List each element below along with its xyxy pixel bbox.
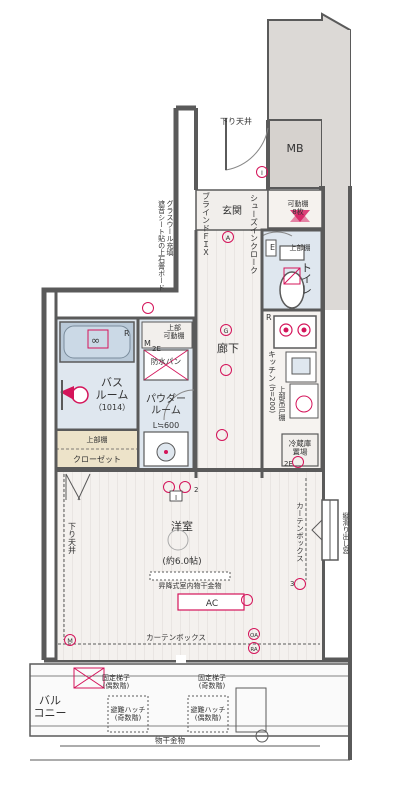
waterproof-pan-label: 防水パン [151, 356, 181, 366]
fixed-ladder-left [73, 667, 105, 689]
powder-l-label: L≒600 [153, 421, 179, 430]
escape-hatch-left-label: 避難ハッチ(奇数階) [111, 705, 146, 722]
marker-2: 2 [194, 486, 198, 494]
wc-upper-shelf-label: 上部棚 [290, 243, 311, 252]
mb-shaft [267, 12, 351, 310]
entrance-label: 玄関 [222, 204, 242, 217]
shoe-closet [267, 189, 323, 229]
ceiling-drop-left-label: 下り天井 [68, 522, 77, 555]
kitchen-label: キッチン [268, 350, 277, 382]
marker-i: I [261, 169, 263, 177]
bathroom-label: バスルーム [96, 376, 129, 402]
indoor-drying-label: 昇降式室内物干金物 [159, 581, 222, 590]
marker-2e-fridge: 2E [284, 460, 293, 468]
marker-g: G [223, 327, 228, 335]
marker-a: A [226, 234, 231, 242]
ceiling-light [167, 529, 189, 551]
wall-note-label: グラスウール充填遮音シート貼の上石膏ボード [158, 199, 174, 291]
room-size-label: (約6.0帖) [162, 555, 201, 567]
powder-room-label: パウダールーム [146, 392, 186, 417]
marker-3: 3 [290, 580, 294, 588]
marker-oa: OA [250, 633, 258, 639]
escape-hatch-left [107, 695, 149, 733]
shoe-closet-label: シューズインクローク [250, 194, 259, 274]
marker-e: E [270, 243, 275, 252]
fridge-label: 冷蔵庫置場 [289, 438, 312, 457]
blind-fix-label: ブラインドＦＩＸ [202, 191, 211, 256]
closet-upper-shelf-label: 上部棚 [87, 435, 108, 444]
corridor-floor [196, 228, 262, 478]
fridge-space [281, 433, 319, 467]
toilet-label: トイレ [300, 262, 313, 295]
marker-i-room: I [175, 494, 177, 502]
ac-label: AC [206, 599, 218, 609]
symbol-markers [64, 166, 306, 654]
entrance-door-swing [225, 118, 269, 171]
marker-ra: RA [250, 647, 258, 653]
air-conditioner [177, 593, 245, 611]
kitchen-height-label: (h=200) [268, 384, 276, 413]
stove-icon [273, 315, 317, 349]
mb-label: MB [286, 142, 303, 155]
escape-hatch-right [187, 695, 229, 733]
shoe-shelf-icon-2 [290, 210, 310, 222]
curtain-box-right-label: カーテンボックス [295, 502, 304, 563]
balcony [29, 663, 351, 747]
entrance-floor [195, 189, 269, 231]
western-room-label: 洋室 [171, 519, 193, 533]
curtain-box-bottom-label: カーテンボックス [146, 633, 206, 642]
marker-m-room: M [67, 637, 73, 645]
upper-cabinet-label: 上部吊戸棚 [278, 385, 286, 422]
drain-area [235, 687, 267, 733]
marker-m: M [144, 339, 151, 348]
toilet-bowl-icon [279, 271, 305, 309]
vertical-sliding-window[interactable] [311, 499, 339, 561]
marker-r-bath: R [124, 329, 130, 338]
sink-icon [285, 351, 317, 383]
bath-drain-icon [71, 386, 89, 404]
svg-text:∞: ∞ [91, 334, 100, 347]
ceiling-drop-top-label: 下り天井 [220, 116, 252, 126]
corridor-label: 廊下 [217, 341, 239, 355]
bathroom-size-label: （1014） [94, 403, 130, 412]
closet-label: クローゼット [73, 454, 121, 464]
marker-2e-powder: 2E [152, 345, 161, 353]
marker-r-kitchen: R [266, 313, 272, 322]
western-room-floor [56, 470, 322, 660]
balcony-label: バルコニー [34, 694, 67, 720]
upper-movable-shelf-label: 上部可動棚 [164, 323, 185, 340]
drying-hardware-label: 物干金物 [155, 735, 185, 745]
fixed-ladder-left-label: 固定梯子(偶数階) [102, 673, 130, 690]
fixed-ladder-right-label: 固定梯子(奇数階) [198, 673, 226, 690]
window-label: 縦滑り出し窓 [342, 511, 350, 554]
indoor-drying-rack [149, 571, 231, 581]
escape-hatch-right-label: 避難ハッチ(偶数階) [191, 705, 226, 722]
